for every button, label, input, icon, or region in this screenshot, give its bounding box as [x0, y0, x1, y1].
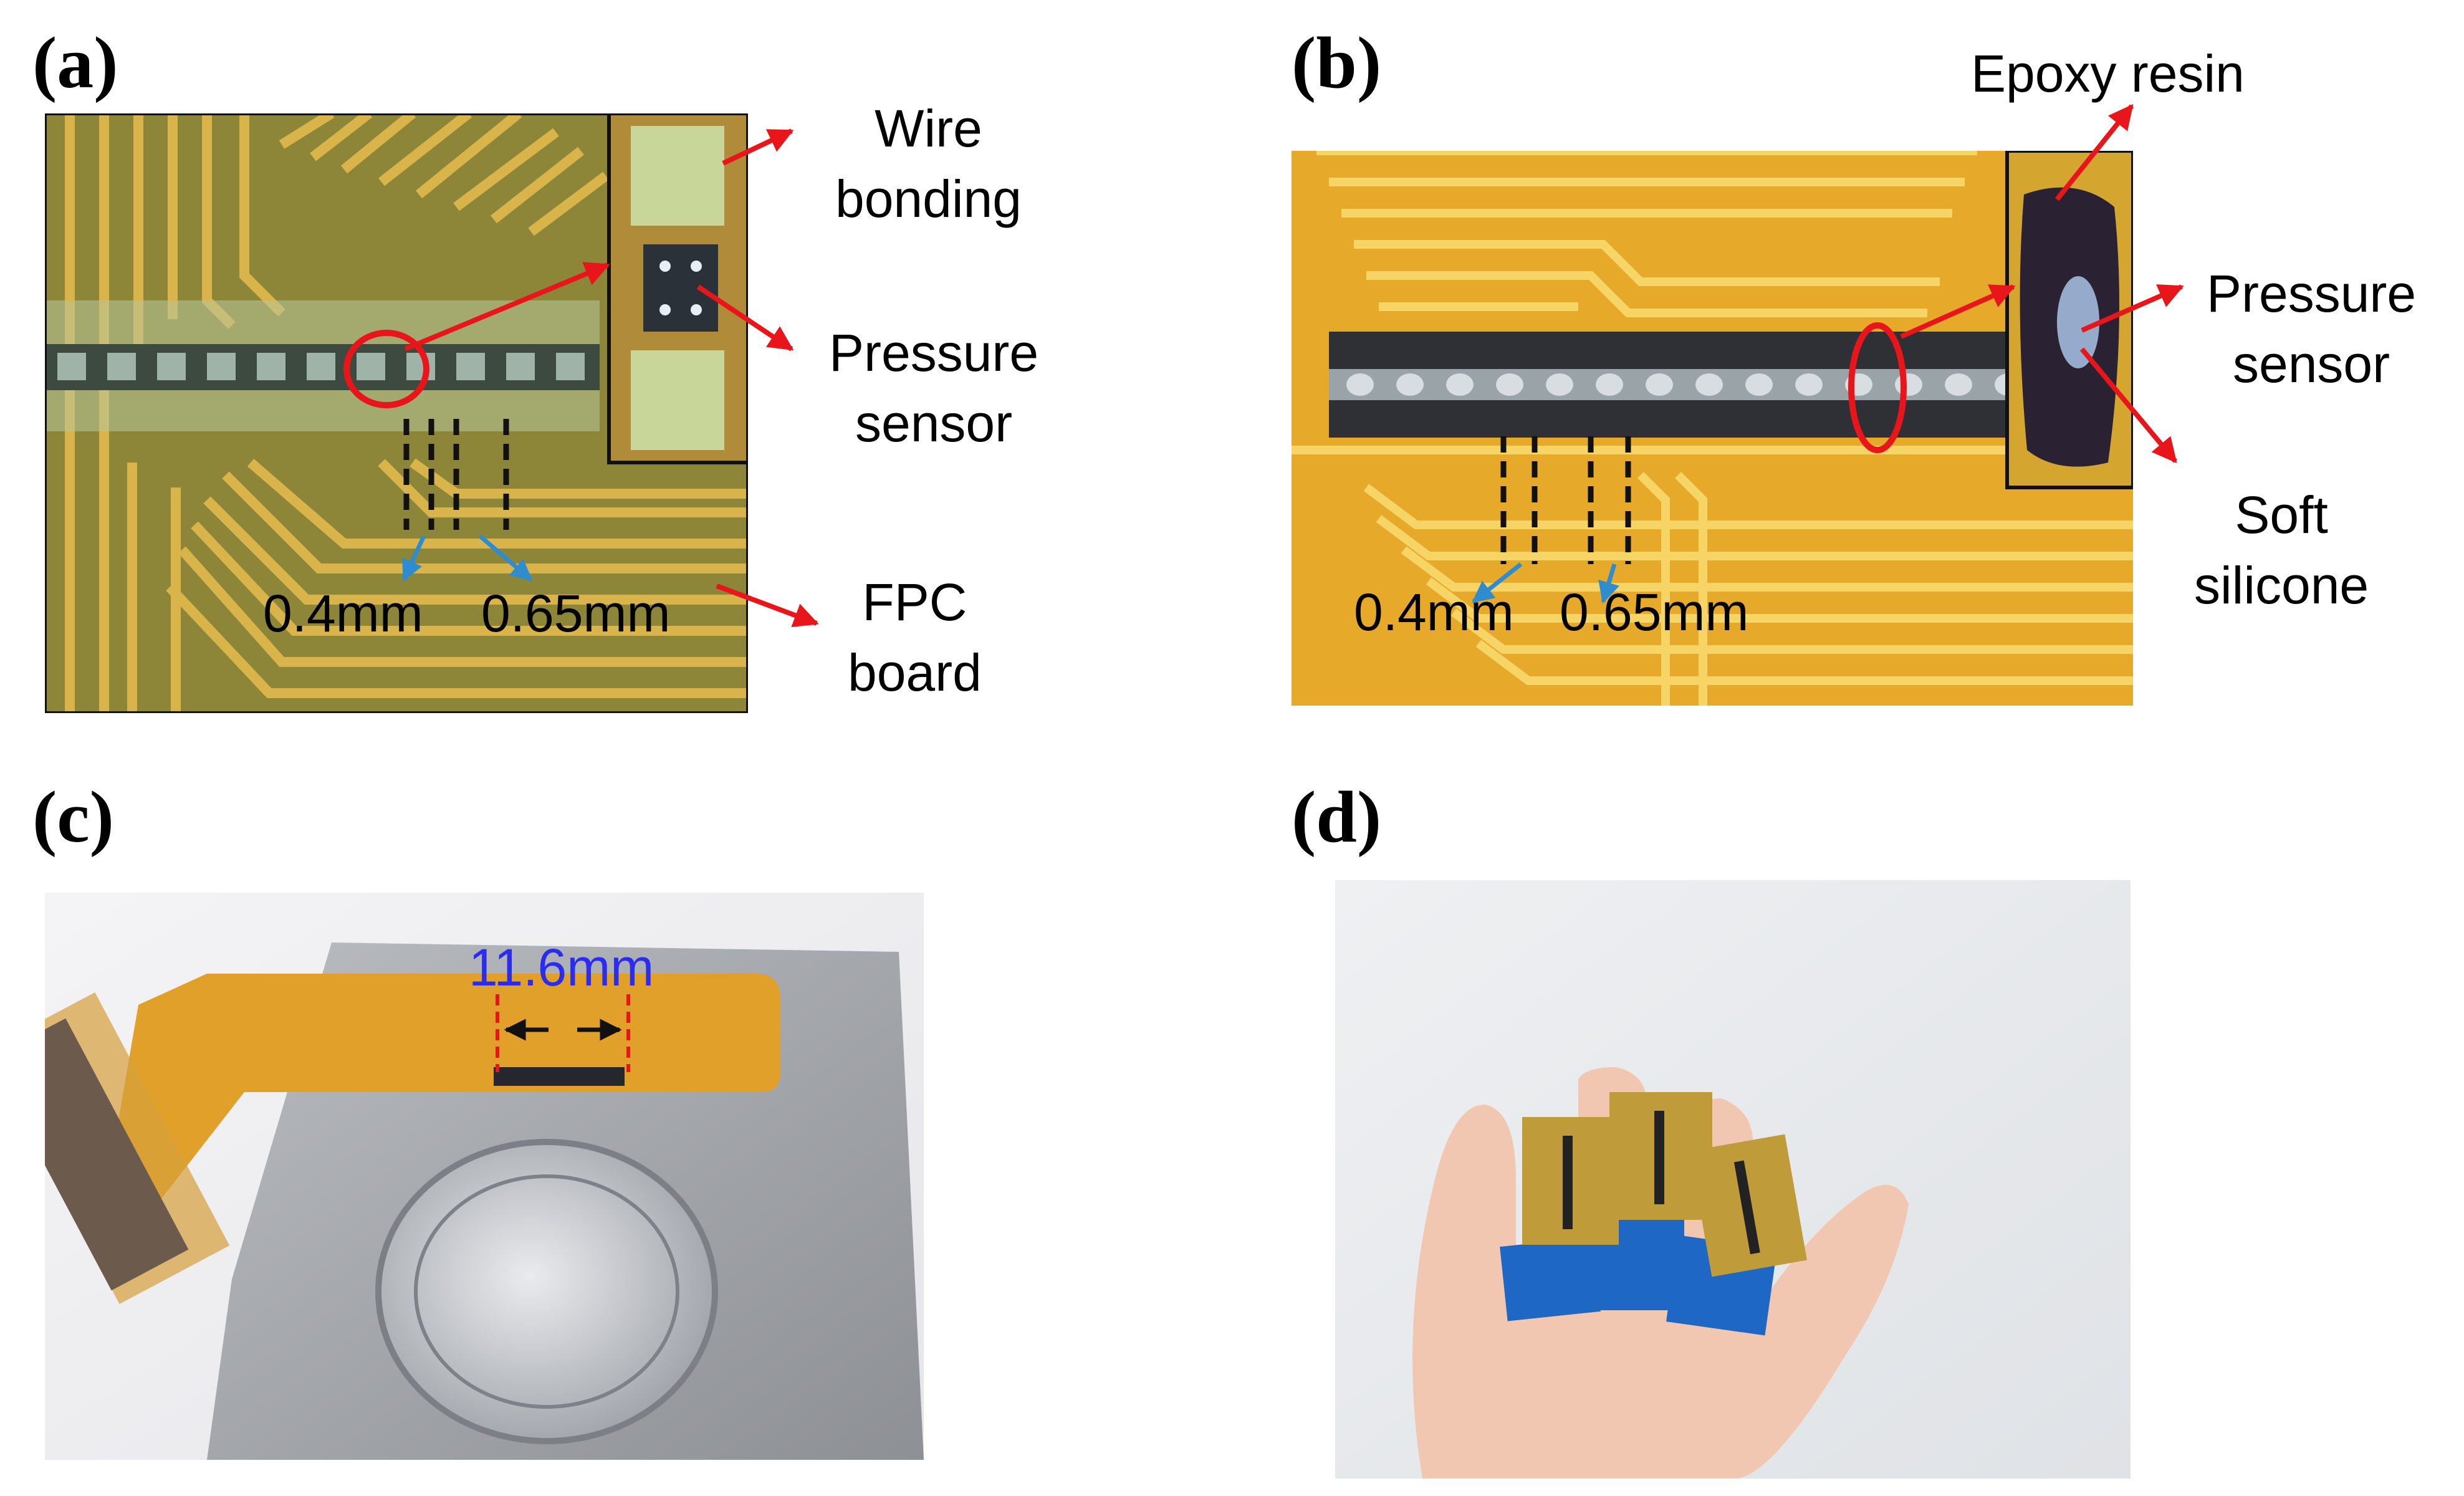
panel-a-photo: [45, 113, 748, 713]
annotation-fpc-board: FPC board: [848, 573, 982, 702]
panel-d-photo: [1335, 880, 2131, 1479]
panel-c-label: (c): [32, 776, 114, 858]
annotation-epoxy-resin: Epoxy resin: [1971, 44, 2245, 103]
dimension-a-small-pitch: 0.4mm: [263, 584, 423, 643]
annotation-soft-silicone: Soft silicone: [2194, 486, 2369, 615]
dimension-a-large-pitch: 0.65mm: [481, 584, 671, 643]
annotation-wire-bonding: Wire bonding: [835, 99, 1022, 229]
dimension-b-small-pitch: 0.4mm: [1354, 583, 1514, 641]
panel-c-photo: [45, 893, 924, 1460]
panel-d-label: (d): [1292, 776, 1382, 858]
annotation-pressure-sensor-a: Pressure sensor: [829, 324, 1039, 453]
panel-a-label: (a): [32, 22, 118, 103]
annotation-pressure-sensor-b: Pressure sensor: [2207, 264, 2417, 394]
panel-b-label: (b): [1292, 22, 1382, 103]
dimension-b-large-pitch: 0.65mm: [1560, 583, 1749, 641]
dimension-c-length: 11.6mm: [469, 938, 654, 997]
